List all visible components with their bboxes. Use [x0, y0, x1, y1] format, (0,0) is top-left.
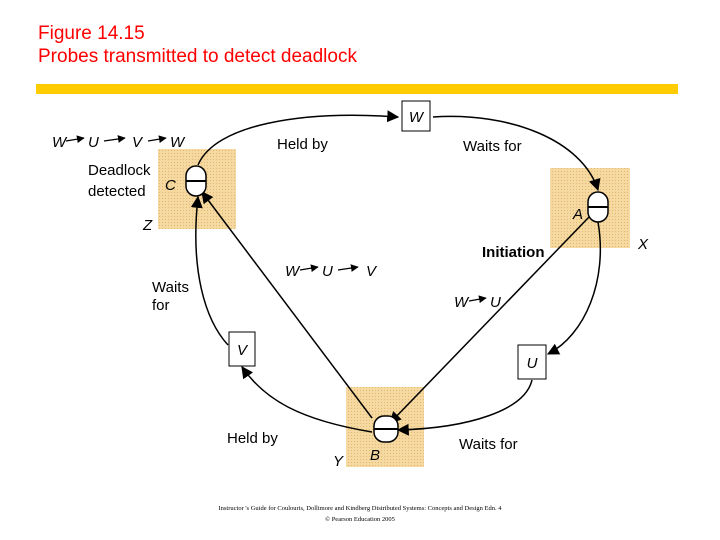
probe-b-to-c: [201, 191, 373, 419]
object-w-label: W: [409, 109, 425, 126]
probe-arrow-icon: [103, 135, 126, 143]
probe-a-to-b-message: W U: [454, 294, 501, 311]
probe-detected-item: U: [88, 134, 99, 151]
edge-u-waits-for-b: [396, 379, 533, 436]
probe-detected-item: W: [52, 134, 68, 151]
probe-detected-item: V: [132, 134, 144, 151]
probe-arrow-icon: [299, 264, 319, 273]
object-u-box: [517, 344, 547, 380]
edge-label-held-by-top: Held by: [277, 136, 328, 153]
edge-label-held-by-bottom: Held by: [227, 430, 278, 447]
object-u-label: U: [527, 355, 538, 372]
title-rule: [36, 84, 678, 94]
probe-b-to-c-message: W U V: [285, 263, 378, 280]
edge-label-waits-for-bottom: Waits for: [459, 436, 518, 453]
process-b-label: B: [370, 447, 380, 464]
probe-a-to-b: [389, 215, 591, 424]
process-a-label: A: [572, 206, 583, 223]
object-v-label: V: [237, 342, 249, 359]
process-b-node: [373, 415, 399, 443]
edge-a-to-u: [546, 221, 602, 355]
probe-arrow-icon: [147, 135, 167, 144]
deadlock-label-line1: Deadlock: [88, 162, 151, 179]
process-c-label: C: [165, 177, 176, 194]
edge-v-waits-for-c: [190, 195, 229, 346]
object-w-box: [401, 100, 431, 132]
probe-detected-message: W U V W: [52, 134, 186, 151]
figure-number: Figure 14.15: [38, 23, 145, 44]
site-y-label: Y: [333, 453, 344, 470]
probe-arrow-icon: [468, 295, 487, 304]
edge-label-waits-line2: for: [152, 297, 170, 314]
site-z-label: Z: [142, 217, 153, 234]
probe-detected-item: W: [170, 134, 186, 151]
object-v-box: [228, 331, 256, 367]
figure-title: Probes transmitted to detect deadlock: [38, 46, 357, 67]
probe-arrow-icon: [337, 264, 359, 272]
site-x-label: X: [637, 236, 649, 253]
initiation-label: Initiation: [482, 244, 545, 261]
footer-credit: Instructor 's Guide for Coulouris, Dolli…: [218, 505, 502, 512]
edge-b-held-by-v: [241, 366, 373, 433]
probe-b-to-c-item: V: [366, 263, 378, 280]
process-c-node: [185, 165, 207, 197]
probe-a-to-b-item: W: [454, 294, 470, 311]
probe-b-to-c-item: U: [322, 263, 333, 280]
edge-label-waits-for-top: Waits for: [463, 138, 522, 155]
edge-w-waits-for-a: [432, 115, 601, 192]
probe-a-to-b-item: U: [490, 294, 501, 311]
deadlock-label-line2: detected: [88, 183, 146, 200]
edge-c-held-by-w: [197, 110, 400, 166]
process-a-node: [587, 191, 609, 223]
footer-copyright: © Pearson Education 2005: [325, 516, 395, 523]
probe-arrow-icon: [65, 135, 85, 144]
edge-label-waits-line1: Waits: [152, 279, 189, 296]
probe-b-to-c-item: W: [285, 263, 301, 280]
